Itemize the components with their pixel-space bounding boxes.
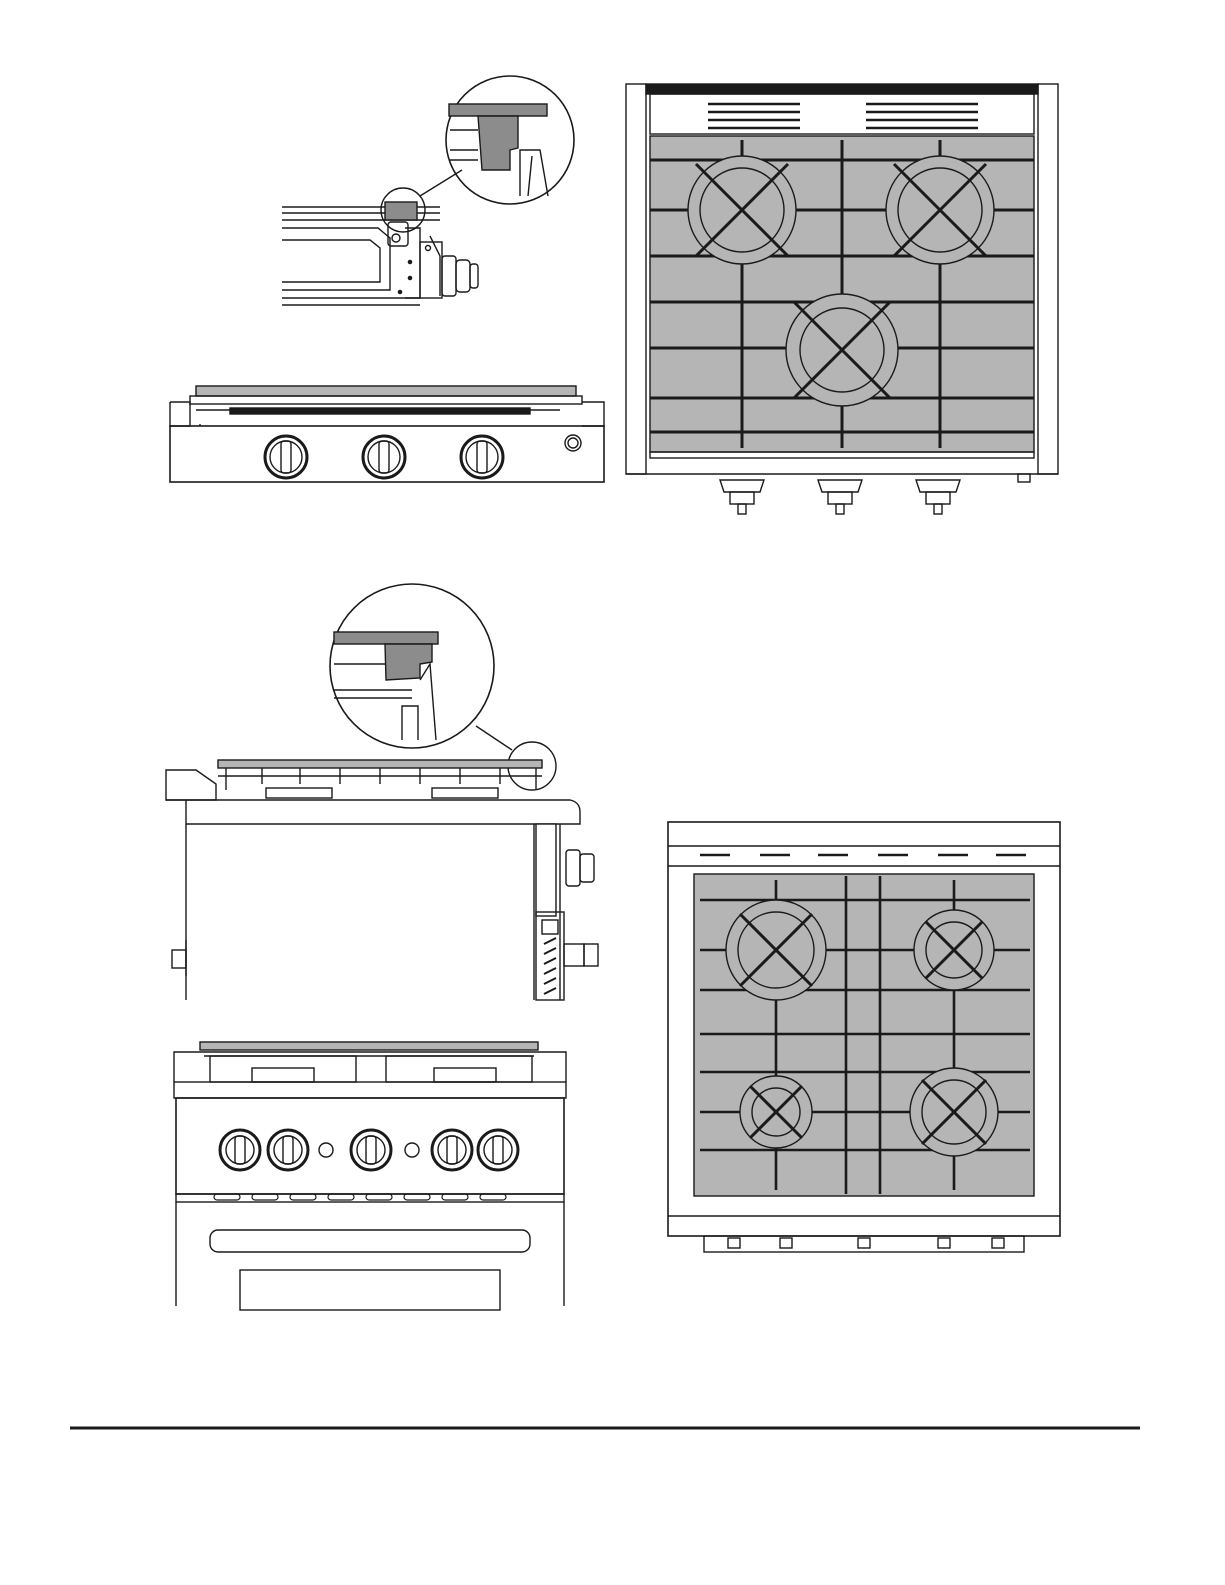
control-knob xyxy=(268,1130,308,1170)
indicator-light xyxy=(319,1143,333,1157)
control-knob xyxy=(265,436,307,478)
control-knob xyxy=(363,436,405,478)
burner xyxy=(726,900,826,1000)
knob-stem xyxy=(720,480,764,514)
burner xyxy=(786,294,898,406)
figure-top-4-burner xyxy=(668,822,1060,1252)
figure-top-3-burner xyxy=(626,84,1058,514)
control-knob xyxy=(432,1130,472,1170)
figure-front-3-knob xyxy=(170,386,604,482)
control-knob xyxy=(461,436,503,478)
control-knob xyxy=(478,1130,518,1170)
figure-front-range xyxy=(174,1042,566,1310)
figure-side-section xyxy=(282,76,574,305)
burner xyxy=(740,1076,812,1148)
oven-handle xyxy=(210,1230,530,1252)
figure-side-range xyxy=(166,584,598,1000)
knob-stem xyxy=(818,480,862,514)
control-knob xyxy=(220,1130,260,1170)
burner xyxy=(886,156,994,264)
control-knob xyxy=(351,1130,391,1170)
burner xyxy=(910,1068,998,1156)
burner xyxy=(688,156,796,264)
knob-stem xyxy=(916,480,960,514)
burner xyxy=(914,910,994,990)
indicator-light xyxy=(405,1143,419,1157)
